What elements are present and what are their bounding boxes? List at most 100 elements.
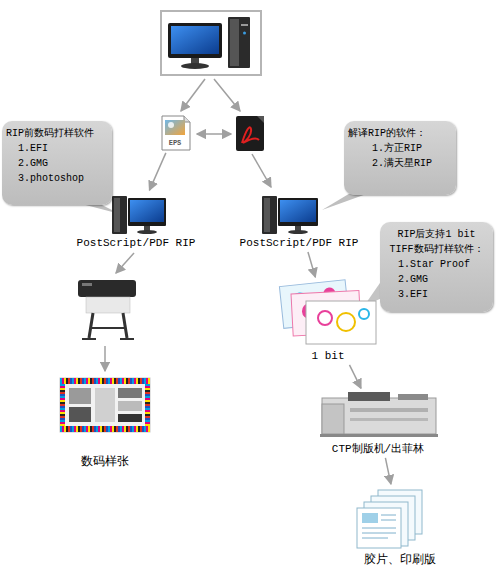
ctp-machine [322, 398, 436, 434]
printer-leg [123, 313, 127, 338]
screen [280, 200, 316, 222]
ctp-slot [350, 418, 428, 421]
film-plate: 胶片、印刷版 [352, 486, 448, 568]
flow-arrow [252, 154, 271, 187]
eps-picture [165, 120, 185, 135]
screen [171, 26, 219, 54]
flow-arrow [104, 346, 106, 371]
callout-bubble: RIP后支持1 bit TIFF数码打样软件：1.Star Proof2.GMG… [380, 222, 493, 312]
power-light [243, 32, 246, 35]
list-item: 1.方正RIP [348, 141, 452, 156]
list-item: 3.photoshop [6, 171, 108, 186]
gray-patch [95, 388, 115, 422]
plate-line [362, 533, 396, 534]
plate-image [362, 513, 378, 523]
color-bar [60, 426, 150, 432]
node-caption: CTP制版机/出菲林 [332, 442, 424, 456]
plate-line [362, 528, 396, 529]
ctp-top-panel [348, 392, 390, 401]
flow-arrow [116, 253, 134, 273]
gray-patch [118, 401, 142, 411]
printer-crossbar [90, 327, 126, 329]
monitor [128, 198, 166, 226]
plate-line [381, 520, 396, 521]
list-item: 1.Star Proof [384, 257, 489, 272]
pdf-icon [236, 116, 264, 151]
printer-foot [120, 338, 134, 340]
pc-tower [112, 196, 127, 234]
flow-arrow [181, 79, 205, 111]
tower-face [230, 19, 239, 66]
callout-heading: RIP前数码打样软件 [6, 126, 108, 141]
rip-station: PostScript/PDF RIP [72, 192, 200, 250]
printer-leg [89, 313, 93, 338]
node-caption: EPS [169, 138, 182, 148]
monitor-base [181, 63, 209, 69]
callout-heading: 解译RIP的软件： [348, 126, 452, 141]
ctp-top-panel [398, 394, 428, 400]
printer-body [78, 280, 136, 297]
gray-patch [69, 407, 91, 422]
flow-arrow [214, 79, 240, 111]
monitor-base [137, 230, 157, 234]
list-item: 3.EFI [384, 287, 489, 302]
node-caption: 数码样张 [81, 455, 129, 470]
eps-picture-dot [168, 122, 174, 128]
node-caption: PostScript/PDF RIP [240, 236, 359, 250]
file-icon: EPS [157, 113, 193, 151]
flow-arrow [385, 458, 391, 484]
ornament [359, 309, 369, 319]
monitor-base [288, 230, 308, 234]
list-item: 2.GMG [6, 156, 108, 171]
pc-tower [262, 196, 277, 234]
color-bar [145, 384, 150, 426]
gray-patch [118, 414, 142, 422]
color-bar [60, 378, 150, 384]
page-fold [257, 116, 264, 123]
digital-proof: 数码样张 [55, 372, 155, 470]
flow-arrow [150, 153, 166, 190]
convert-arrow [197, 133, 231, 135]
monitor [278, 198, 318, 226]
plate-sheet [357, 508, 401, 548]
flow-arrow [308, 252, 315, 277]
gray-patch [118, 388, 142, 398]
ctp-loader [322, 404, 344, 434]
plate-line [381, 515, 396, 516]
node-caption: 胶片、印刷版 [364, 553, 436, 568]
callout-heading: RIP后支持1 bit TIFF数码打样软件： [390, 227, 484, 257]
ornament [337, 313, 355, 331]
ornament [318, 311, 332, 325]
gray-patch [69, 388, 91, 404]
list-item: 1.EFI [6, 141, 108, 156]
eps-icon [162, 116, 190, 150]
screen [130, 200, 164, 222]
list-item: 2.GMG [384, 272, 489, 287]
rip-station: PostScript/PDF RIP [236, 192, 362, 250]
ctp-device: CTP制版机/出菲林 [314, 390, 442, 456]
bitmap-output: 1 bit [276, 279, 380, 363]
printer-paper [86, 297, 130, 313]
flow-arrow [349, 365, 360, 388]
plate-line [362, 538, 388, 539]
color-bar [60, 384, 65, 426]
frame-box [161, 11, 261, 75]
printer-foot [82, 338, 96, 340]
list-item: 2.满天星RIP [348, 156, 452, 171]
bitmap-card [306, 301, 376, 344]
callout-bubble: 解译RIP的软件：1.方正RIP2.满天星RIP [344, 121, 456, 195]
monitor [168, 23, 222, 58]
pc-tower [228, 17, 250, 68]
tower-face [264, 198, 270, 232]
printer-panel [82, 283, 92, 286]
drive-slot [241, 24, 248, 26]
node-caption: PostScript/PDF RIP [77, 236, 196, 250]
ctp-base [320, 434, 438, 437]
node-caption: 1 bit [311, 349, 344, 363]
proof-sheet [60, 378, 150, 432]
callout-bubble: RIP前数码打样软件1.EFI2.GMG3.photoshop [2, 121, 112, 205]
tower-face [114, 198, 120, 232]
pdf-logo [242, 127, 259, 143]
ctp-slot [350, 408, 428, 412]
